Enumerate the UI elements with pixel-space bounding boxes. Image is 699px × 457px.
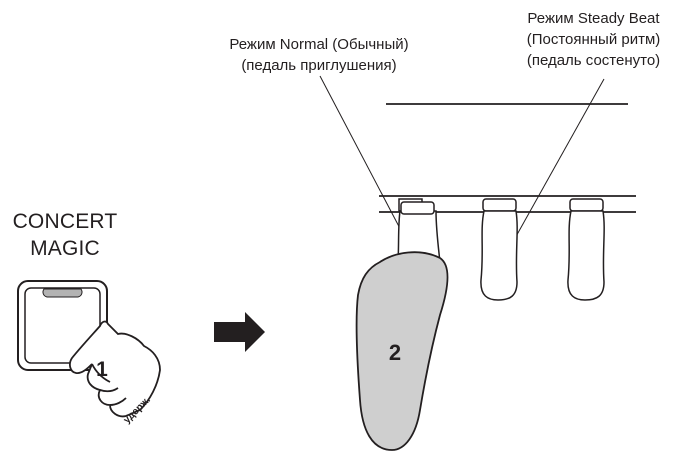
step-1-number: 1	[96, 358, 108, 381]
soft-pedal	[568, 199, 604, 300]
sostenuto-pedal	[481, 199, 517, 300]
piano-body	[379, 104, 636, 212]
arrow-right-icon	[214, 312, 265, 352]
normal-leader-line	[320, 76, 405, 238]
step-2-number: 2	[389, 340, 401, 365]
foot-icon	[357, 252, 448, 450]
